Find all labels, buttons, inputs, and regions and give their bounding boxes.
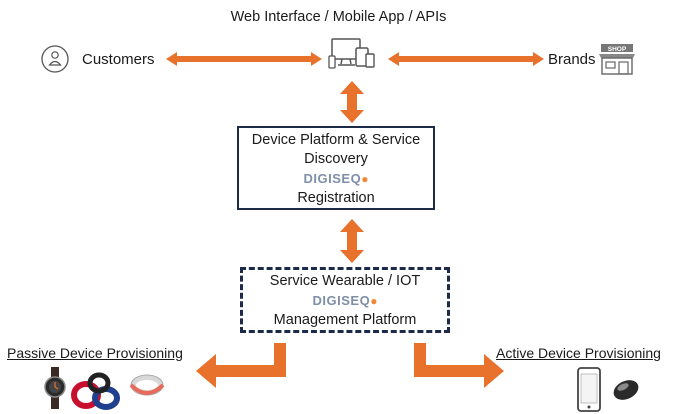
management-line-2: Management Platform	[273, 312, 417, 328]
shop-sign-text: SHOP	[608, 46, 627, 53]
smartphone-icon	[577, 367, 601, 412]
digiseq-logo-text: DIGISEQ	[303, 171, 362, 186]
ring-icon	[129, 374, 165, 396]
digiseq-logo: DIGISEQ●	[243, 291, 447, 311]
customers-label: Customers	[82, 51, 155, 68]
passive-provisioning-label: Passive Device Provisioning	[7, 345, 183, 361]
active-provisioning-arrow	[414, 343, 504, 388]
platform-management-arrow	[340, 219, 364, 263]
devices-icon	[328, 38, 375, 69]
passive-provisioning-arrow	[196, 343, 286, 388]
device-platform-box: Device Platform & Service Discovery DIGI…	[237, 126, 435, 210]
diagram-header: Web Interface / Mobile App / APIs	[230, 9, 447, 25]
pebble-tracker-icon	[613, 380, 639, 400]
management-line-1: Service Wearable / IOT	[269, 273, 421, 289]
digiseq-logo-text: DIGISEQ	[312, 293, 371, 308]
logo-mark-icon: ●	[361, 172, 369, 186]
platform-line-2: Discovery	[304, 151, 368, 167]
wearable-devices-image	[44, 367, 165, 410]
shop-icon: SHOP	[599, 44, 635, 75]
user-icon	[41, 45, 69, 73]
active-provisioning-label: Active Device Provisioning	[496, 345, 661, 361]
management-platform-box: Service Wearable / IOT DIGISEQ● Manageme…	[240, 267, 450, 333]
platform-line-1: Device Platform & Service	[251, 132, 421, 148]
web-platform-arrow	[340, 81, 364, 123]
brands-label: Brands	[548, 51, 596, 68]
customers-web-arrow	[166, 52, 322, 66]
digiseq-logo: DIGISEQ●	[239, 169, 433, 189]
active-devices-image	[577, 367, 639, 412]
band-icon	[71, 372, 120, 410]
watch-icon	[44, 367, 66, 409]
platform-line-3: Registration	[297, 190, 375, 206]
logo-mark-icon: ●	[370, 294, 378, 308]
web-brands-arrow	[388, 52, 544, 66]
